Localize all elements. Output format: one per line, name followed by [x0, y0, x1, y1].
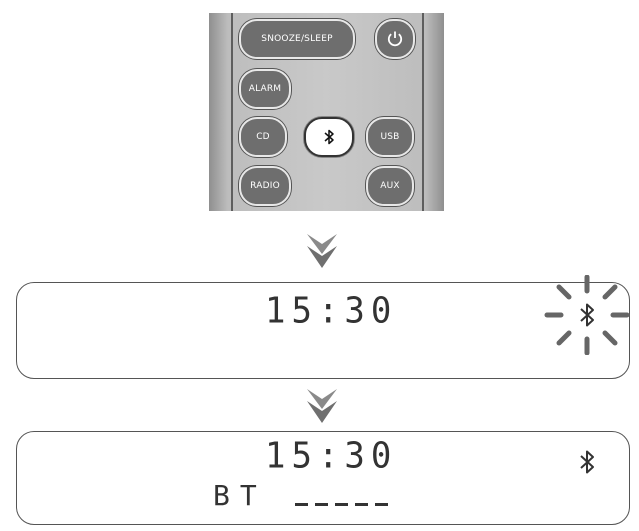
- power-icon: [387, 31, 403, 47]
- down-arrow-icon: [307, 389, 337, 423]
- cd-button[interactable]: CD: [239, 117, 287, 157]
- dash: [355, 503, 368, 506]
- usb-button[interactable]: USB: [366, 117, 414, 157]
- flashing-rays: [544, 275, 630, 355]
- dash: [335, 503, 348, 506]
- bluetooth-icon: [324, 129, 334, 145]
- dash: [375, 503, 388, 506]
- clock-time: 15:30: [265, 290, 398, 332]
- bluetooth-icon: [580, 450, 594, 474]
- remote-rail-right: [422, 13, 424, 211]
- source-label: BT: [213, 479, 267, 512]
- bluetooth-button[interactable]: [304, 117, 354, 157]
- dash: [315, 503, 328, 506]
- alarm-button[interactable]: ALARM: [239, 69, 291, 109]
- aux-button[interactable]: AUX: [366, 166, 414, 206]
- bluetooth-icon: [580, 303, 594, 327]
- pairing-dashes: [295, 503, 388, 506]
- remote-control: SNOOZE/SLEEP ALARM CD USB RADIO AUX: [209, 13, 444, 211]
- lcd-display-flashing: 15:30: [16, 275, 630, 379]
- remote-rail-left: [231, 13, 233, 211]
- power-button[interactable]: [375, 19, 415, 59]
- radio-button[interactable]: RADIO: [239, 166, 291, 206]
- dash: [295, 503, 308, 506]
- lcd-display-bt: 15:30 BT: [16, 431, 630, 525]
- clock-time: 15:30: [265, 435, 398, 477]
- down-arrow-icon: [307, 234, 337, 268]
- snooze-sleep-button[interactable]: SNOOZE/SLEEP: [239, 19, 355, 59]
